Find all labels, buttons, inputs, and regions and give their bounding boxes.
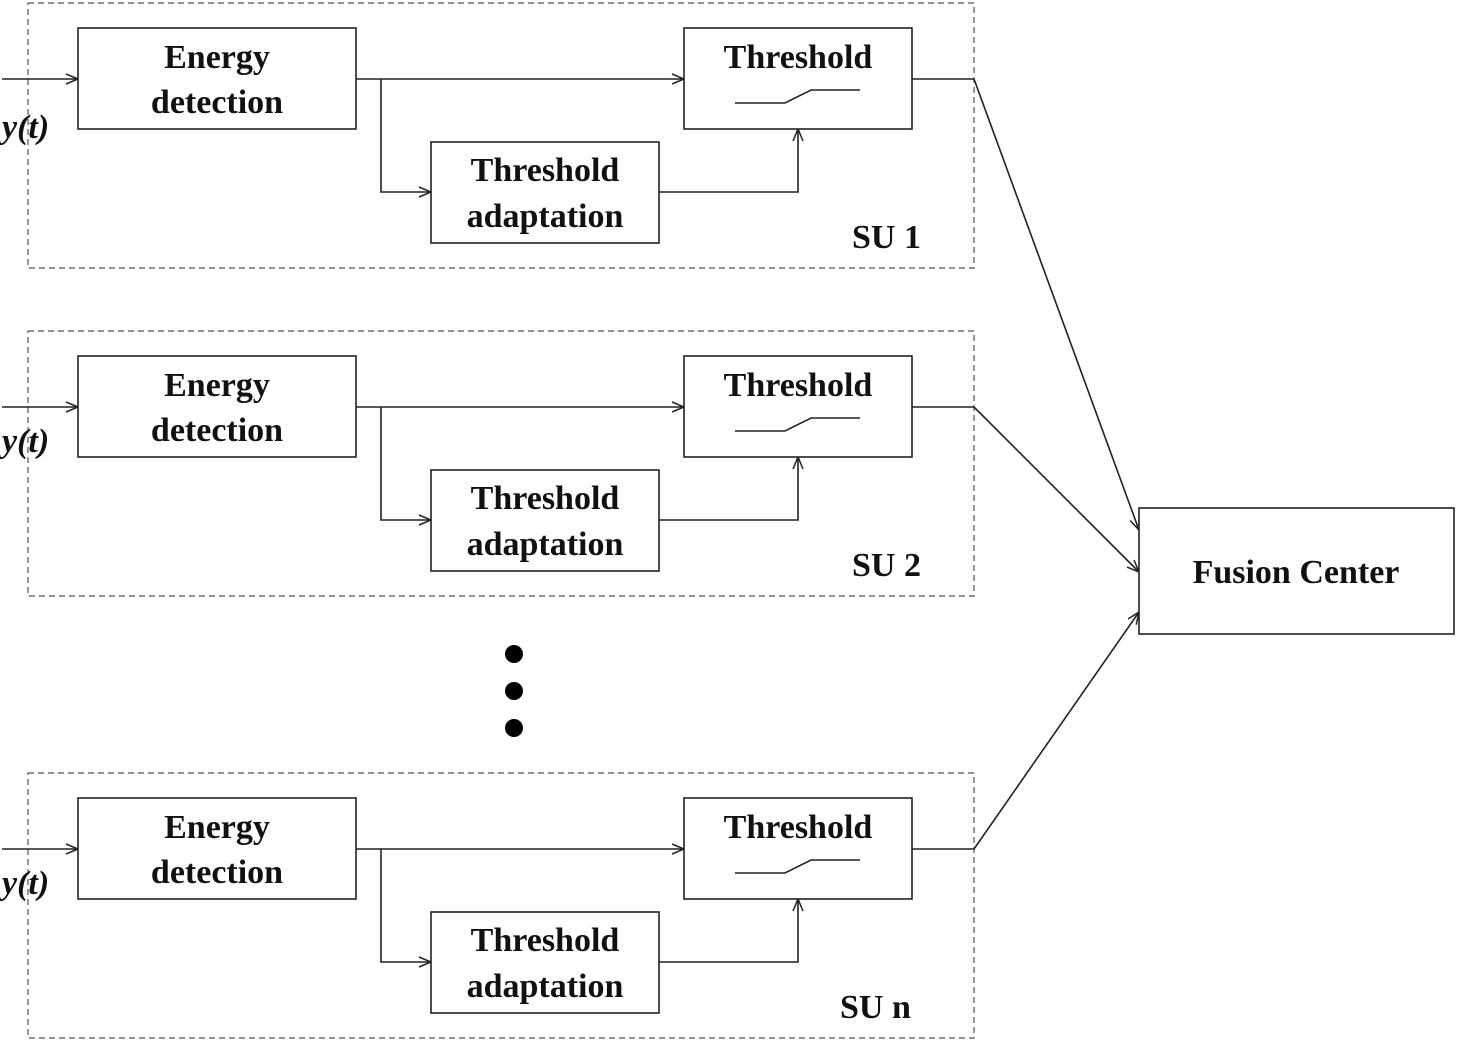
su-block-2: y(t) Energy detection Threshold adaptati…: [0, 330, 975, 597]
threshold-adaptation-label-line1: Threshold: [471, 922, 620, 959]
threshold-step-icon: [735, 859, 860, 874]
threshold-adaptation-block: [430, 911, 660, 1014]
sun-to-fusion-arrow: [973, 612, 1139, 850]
threshold-block: [683, 355, 913, 458]
threshold-adaptation-block: [430, 141, 660, 244]
su-block-1: y(t) Energy detection Threshold adaptati…: [0, 2, 975, 269]
energy-detection-block: [77, 797, 357, 900]
threshold-label: Threshold: [724, 39, 873, 76]
input-signal-label: y(t): [0, 423, 49, 460]
threshold-adaptation-label-line2: adaptation: [467, 968, 624, 1005]
ellipsis-dot: [505, 645, 523, 663]
su-group-border: [27, 330, 975, 597]
adaptation-to-threshold-arrow: [659, 129, 798, 193]
energy-detection-label-line1: Energy: [164, 809, 270, 846]
energy-to-adaptation-arrow: [380, 79, 431, 192]
input-signal-label: y(t): [0, 109, 49, 146]
su1-to-fusion-arrow: [973, 78, 1139, 530]
energy-detection-label-line2: detection: [151, 84, 283, 121]
su-label: SU 2: [852, 547, 921, 584]
threshold-adaptation-label-line2: adaptation: [467, 198, 624, 235]
threshold-label: Threshold: [724, 809, 873, 846]
su-block-n: y(t) Energy detection Threshold adaptati…: [0, 772, 975, 1039]
adaptation-to-threshold-arrow: [659, 457, 798, 521]
su-label: SU 1: [852, 219, 921, 256]
threshold-adaptation-label-line2: adaptation: [467, 526, 624, 563]
ellipsis-dot: [505, 682, 523, 700]
energy-detection-label-line2: detection: [151, 412, 283, 449]
threshold-step-icon: [735, 417, 860, 432]
energy-detection-label-line1: Energy: [164, 367, 270, 404]
input-signal-label: y(t): [0, 865, 49, 902]
su2-to-fusion-arrow: [973, 406, 1139, 572]
threshold-adaptation-label-line1: Threshold: [471, 152, 620, 189]
ellipsis-dot: [505, 719, 523, 737]
energy-detection-label-line1: Energy: [164, 39, 270, 76]
su-group-border: [27, 772, 975, 1039]
threshold-adaptation-label-line1: Threshold: [471, 480, 620, 517]
threshold-adaptation-block: [430, 469, 660, 572]
energy-to-adaptation-arrow: [380, 849, 431, 962]
threshold-block: [683, 27, 913, 130]
adaptation-to-threshold-arrow: [659, 899, 798, 963]
fusion-center-block: [1138, 507, 1455, 635]
energy-detection-label-line2: detection: [151, 854, 283, 891]
su-group-border: [27, 2, 975, 269]
energy-to-adaptation-arrow: [380, 407, 431, 520]
fusion-center-label: Fusion Center: [1193, 554, 1400, 591]
threshold-label: Threshold: [724, 367, 873, 404]
threshold-block: [683, 797, 913, 900]
ellipsis-dots: [505, 645, 523, 737]
su-label: SU n: [840, 989, 911, 1026]
threshold-step-icon: [735, 89, 860, 104]
